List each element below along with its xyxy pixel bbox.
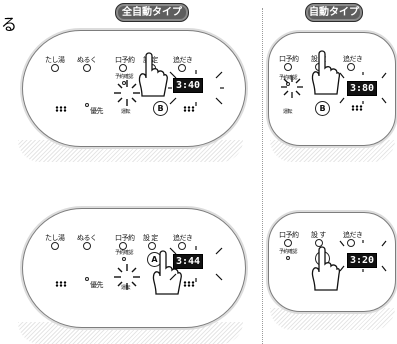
time-display: 3:20: [347, 253, 378, 268]
finger-press-icon: [311, 246, 341, 291]
refill-button[interactable]: [51, 242, 59, 250]
key-b-button[interactable]: B: [315, 101, 330, 116]
press-burst-icon: [114, 80, 140, 106]
reserve-button[interactable]: [284, 63, 292, 71]
run-label: 運転: [121, 285, 131, 291]
reserve-confirm-label: 予約確認: [115, 74, 134, 80]
full-auto-type-badge: 全自動タイプ: [115, 3, 189, 22]
setting-button[interactable]: [148, 242, 156, 250]
setting-button[interactable]: [315, 239, 323, 247]
priority-label: 優先: [90, 107, 104, 115]
button-label-setting: 設 定: [143, 234, 158, 242]
remote-panel-full-auto-bottom: たし湯 ぬるく 口予約 設 定 追だき 予約確認 A 3:44 優先 運転: [22, 208, 246, 328]
refill-button[interactable]: [51, 64, 59, 72]
button-label-reheat: 追だき: [343, 55, 363, 63]
display-blink-icon: [169, 246, 223, 282]
reheat-button[interactable]: [178, 242, 186, 250]
priority-led: [85, 103, 89, 107]
display-blink-icon: [168, 70, 224, 106]
reserve-confirm-label: 予約確認: [279, 249, 298, 255]
finger-press-icon: [311, 50, 341, 95]
run-label: 運転: [283, 109, 293, 115]
speaker-grille-icon: [351, 105, 363, 111]
speaker-grille-icon: [55, 106, 67, 112]
reserve-confirm-label: 予約確認: [279, 75, 298, 81]
press-burst-icon: [281, 76, 303, 98]
display-blink-icon: [339, 240, 387, 272]
reserve-led: [286, 256, 290, 260]
time-display: 3:80: [347, 81, 378, 96]
button-label-refill: たし湯: [45, 234, 65, 242]
priority-led: [85, 277, 89, 281]
display-blink-icon: [339, 72, 387, 104]
button-label-reserve: 口予約: [115, 234, 135, 242]
priority-label: 優先: [90, 281, 104, 289]
speaker-grille-icon: [183, 106, 195, 112]
reheat-button[interactable]: [347, 63, 355, 71]
button-label-reheat: 追だき: [343, 231, 363, 239]
reserve-button[interactable]: [119, 64, 127, 72]
button-label-reserve: 口予約: [279, 55, 299, 63]
reserve-button[interactable]: [119, 242, 127, 250]
speaker-grille-icon: [55, 281, 67, 287]
finger-press-icon: [138, 52, 168, 97]
cooler-button[interactable]: [83, 242, 91, 250]
remote-panel-auto-bottom: 口予約 設 す 追だき 予約確認 A 3:20: [268, 212, 396, 312]
button-label-reheat: 追だき: [173, 234, 193, 242]
run-label: 運転: [121, 109, 131, 115]
button-label-setting: 設 す: [311, 231, 326, 239]
reheat-button[interactable]: [347, 239, 355, 247]
speaker-grille-icon: [183, 281, 195, 287]
reserve-button[interactable]: [284, 239, 292, 247]
reserve-confirm-label: 予約確認: [115, 250, 134, 256]
button-label-refill: たし湯: [45, 56, 65, 64]
section-divider: [262, 8, 263, 344]
button-label-reheat: 追だき: [173, 56, 193, 64]
button-label-cooler: ぬるく: [77, 234, 97, 242]
text-fragment: る: [1, 15, 18, 34]
reserve-led: [122, 81, 126, 85]
button-label-cooler: ぬるく: [77, 56, 97, 64]
key-b-button[interactable]: B: [153, 101, 168, 116]
auto-type-badge: 自動タイプ: [305, 3, 363, 22]
reserve-led: [122, 257, 126, 261]
time-display: 3:44: [173, 254, 204, 269]
time-display: 3:40: [173, 78, 204, 93]
button-label-reserve: 口予約: [279, 231, 299, 239]
reheat-button[interactable]: [178, 64, 186, 72]
button-label-reserve: 口予約: [115, 56, 135, 64]
finger-press-icon: [152, 250, 182, 295]
press-burst-icon: [114, 264, 140, 290]
cooler-button[interactable]: [83, 64, 91, 72]
